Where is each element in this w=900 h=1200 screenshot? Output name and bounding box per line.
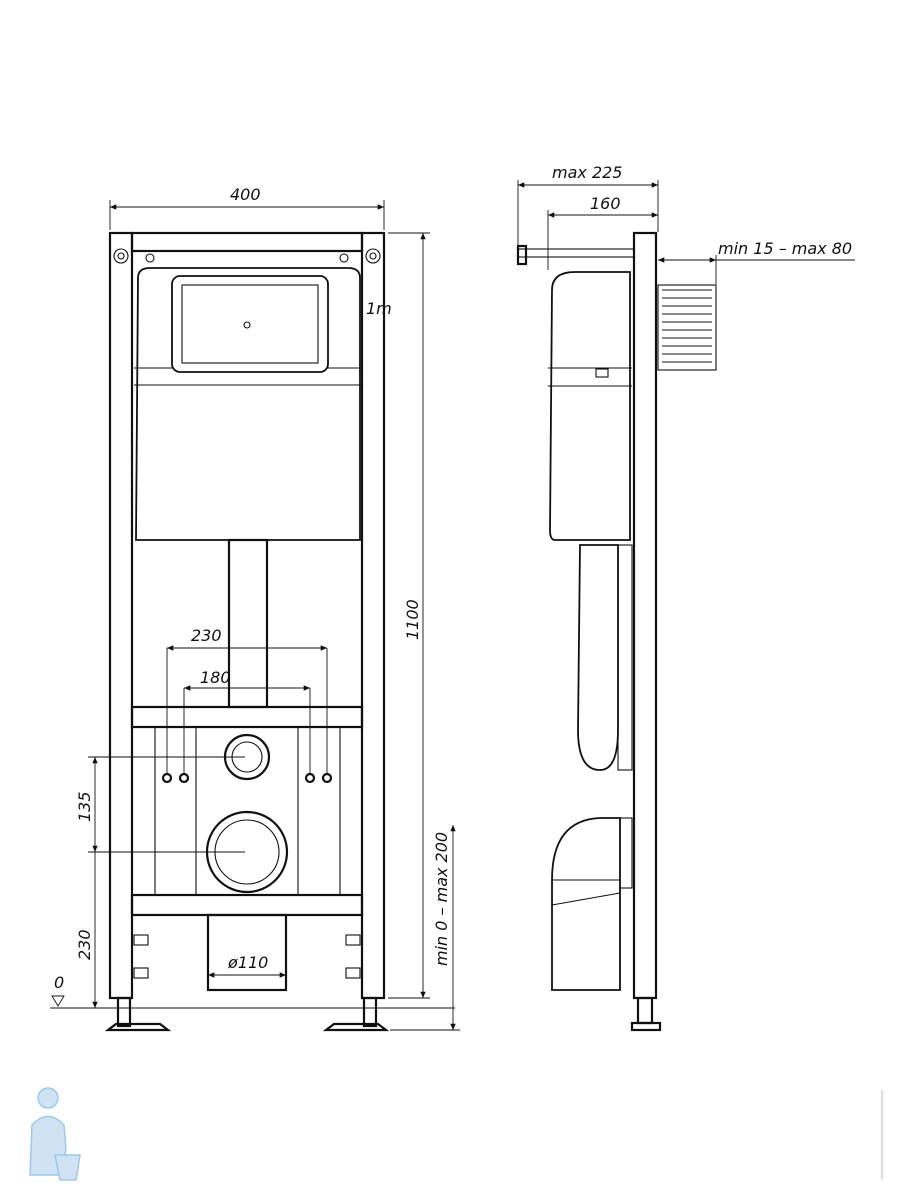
max-depth-label: max 225 [552, 163, 622, 182]
front-dimensions [50, 200, 460, 1031]
cistern-front: 1m [134, 267, 392, 709]
height-label: 1100 [403, 599, 422, 640]
outer-stud-spacing-label: 230 [191, 626, 222, 645]
inner-stud-spacing-label: 180 [200, 668, 231, 687]
outlet-height-label: 230 [75, 929, 94, 960]
plumber-logo [29, 1087, 81, 1181]
outlet-assembly [133, 726, 361, 992]
stud-to-outlet-label: 135 [75, 791, 94, 822]
side-dimensions [517, 180, 855, 284]
cistern-badge: 1m [366, 299, 392, 318]
frame-depth-label: 160 [590, 194, 621, 213]
outlet-diameter-label: ø110 [227, 953, 268, 972]
side-frame [516, 231, 717, 1032]
width-label: 400 [230, 185, 261, 204]
cistern-side [548, 271, 633, 991]
zero-level-label: 0 [54, 973, 64, 992]
leg-adjust-label: min 0 – max 200 [432, 832, 451, 966]
wall-thickness-label: min 15 – max 80 [718, 239, 852, 258]
